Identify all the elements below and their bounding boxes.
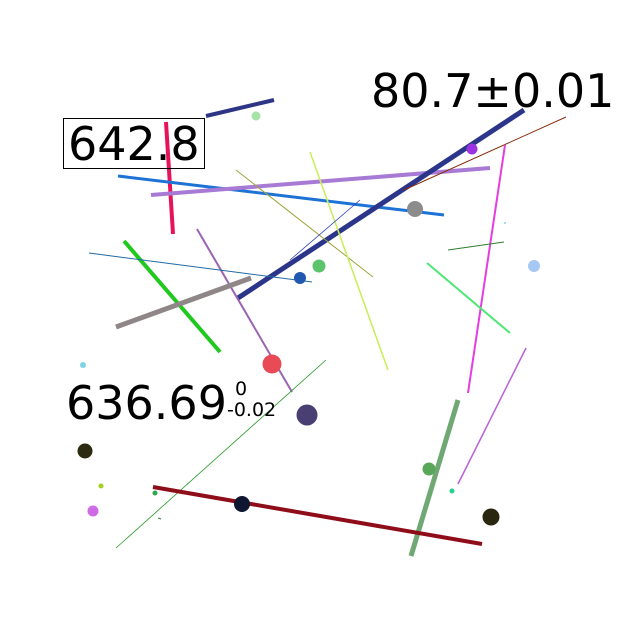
scene-dot-8	[262, 354, 282, 374]
scene-dot-10	[77, 443, 93, 459]
scene-line-17	[457, 347, 527, 485]
asymmetric-error-bounds: 0-0.02	[227, 380, 287, 426]
scene-dot-11	[422, 462, 436, 476]
scene-line-12	[88, 252, 313, 283]
scene-dot-13	[449, 488, 455, 494]
scene-dot-14	[152, 490, 158, 496]
scene-line-21	[157, 517, 162, 520]
scene-line-2	[164, 121, 175, 235]
asymmetric-error-lower: -0.02	[226, 399, 277, 421]
scene-line-14	[467, 144, 506, 394]
boxed-value-label: 642.8	[63, 118, 205, 169]
scene-dot-5	[294, 272, 306, 284]
scene-dot-1	[251, 111, 261, 121]
scene-line-16	[426, 262, 511, 334]
scene-line-1	[205, 98, 275, 118]
asymmetric-error-base: 636.69	[66, 376, 227, 430]
scene-dot-16	[87, 505, 99, 517]
scene-line-6	[403, 116, 567, 191]
scene-dot-2	[466, 143, 478, 155]
scene-line-5	[236, 107, 526, 301]
scene-line-19	[115, 359, 327, 549]
plus-minus-value-label: 80.7±0.01	[371, 64, 615, 118]
scene-line-18	[408, 399, 461, 557]
scene-line-11	[115, 275, 252, 330]
scene-dot-18	[504, 222, 506, 224]
scene-dot-7	[80, 362, 86, 368]
scene-line-9	[309, 151, 389, 371]
scene-line-8	[235, 169, 374, 278]
asymmetric-error-upper: 0	[234, 378, 248, 400]
scene-line-13	[289, 199, 361, 261]
scene-dot-12	[98, 483, 104, 489]
scene-dot-6	[528, 260, 540, 272]
scene-line-15	[447, 241, 505, 251]
scene-dot-15	[234, 496, 250, 512]
scene-line-3	[117, 174, 445, 217]
scene-dot-4	[312, 259, 326, 273]
scene-dot-3	[407, 201, 423, 217]
scene-dot-17	[482, 508, 500, 526]
scene-dot-9	[296, 404, 318, 426]
scene-line-20	[152, 485, 483, 546]
